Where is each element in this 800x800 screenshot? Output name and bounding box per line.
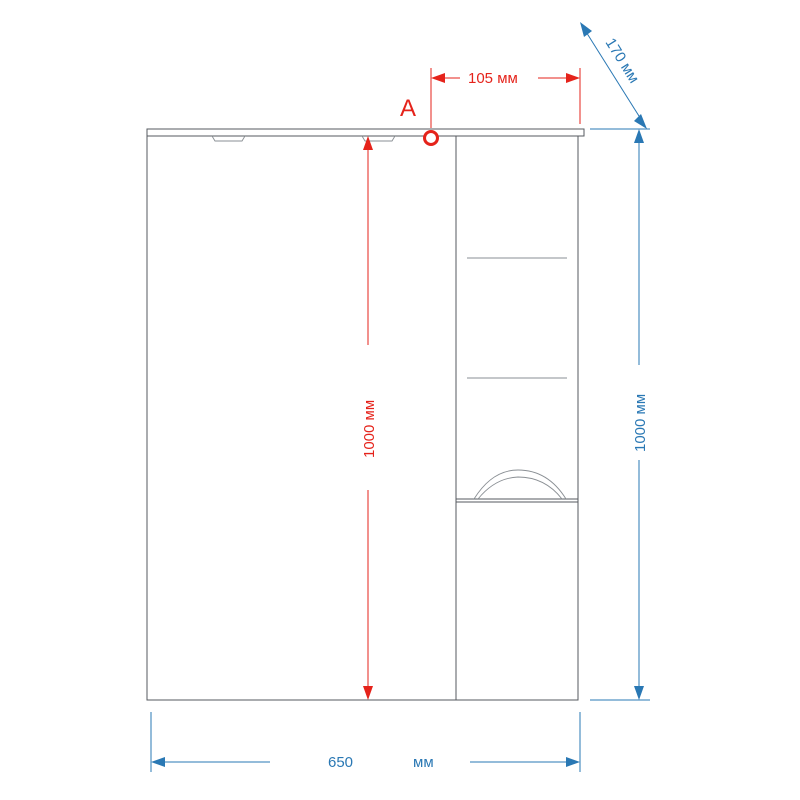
point-a-marker bbox=[423, 130, 439, 146]
point-a-label: A bbox=[400, 95, 416, 122]
width-value-label: 650 bbox=[328, 754, 353, 771]
height-right-label: 1000 мм bbox=[632, 394, 649, 452]
width-unit-label: мм bbox=[413, 754, 434, 771]
depth-label: 170 мм bbox=[602, 35, 643, 86]
offset-label-bg bbox=[460, 68, 538, 86]
offset-label: 105 мм bbox=[468, 70, 518, 87]
offset-arrow-right bbox=[566, 73, 580, 83]
inner-height-arrow-bottom bbox=[363, 686, 373, 700]
width-arrow-right bbox=[566, 757, 580, 767]
depth-arrow-top bbox=[580, 22, 592, 37]
depth-dim-line bbox=[582, 26, 645, 125]
depth-arrow-bottom bbox=[634, 114, 647, 129]
inner-height-arrow-top bbox=[363, 136, 373, 150]
width-arrow-left bbox=[151, 757, 165, 767]
width-label-bg bbox=[270, 752, 470, 772]
height-label-bg bbox=[629, 365, 649, 460]
inner-height-label-bg bbox=[357, 345, 379, 490]
inner-height-label: 1000 мм bbox=[361, 400, 378, 458]
height-arrow-bottom bbox=[634, 686, 644, 700]
lamp-right bbox=[361, 135, 396, 142]
door-handle-curve bbox=[473, 469, 567, 500]
offset-arrow-left bbox=[431, 73, 445, 83]
right-column bbox=[455, 135, 579, 701]
lower-door bbox=[455, 501, 579, 701]
mirror-door-left bbox=[146, 135, 457, 701]
cabinet-top-panel bbox=[146, 128, 585, 137]
door-handle-curve-inner bbox=[477, 476, 563, 500]
lamp-left bbox=[211, 135, 246, 142]
height-arrow-top bbox=[634, 129, 644, 143]
